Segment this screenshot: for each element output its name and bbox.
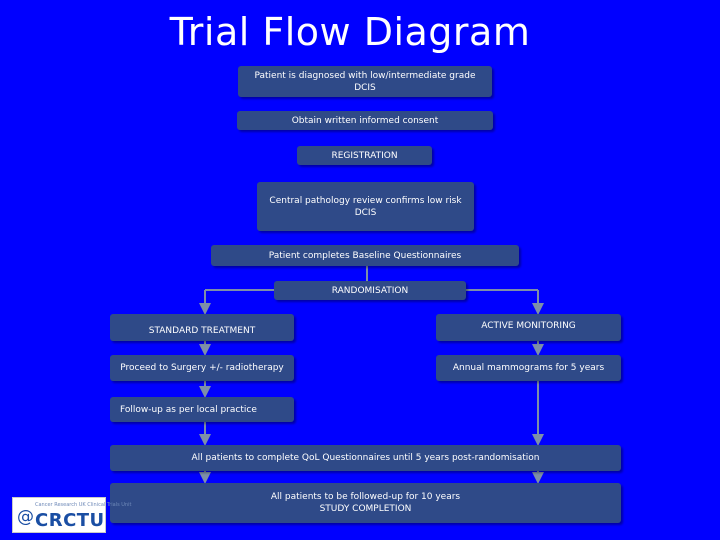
box-final-line2: STUDY COMPLETION	[319, 504, 412, 514]
page-title: Trial Flow Diagram	[169, 10, 531, 54]
box-baseline: Patient completes Baseline Questionnaire…	[211, 245, 519, 266]
box-final-line1: All patients to be followed-up for 10 ye…	[270, 492, 461, 502]
box-diagnosis-line1: Patient is diagnosed with low/intermedia…	[254, 70, 476, 81]
box-diagnosis: Patient is diagnosed with low/intermedia…	[238, 66, 492, 97]
logo-at-symbol: @	[17, 507, 34, 527]
logo-small-text: Cancer Research UK Clinical Trials Unit	[35, 502, 132, 508]
box-surgery: Proceed to Surgery +/- radiotherapy	[110, 355, 294, 381]
logo-name: CRCTU	[35, 510, 105, 531]
crctu-logo: @ Cancer Research UK Clinical Trials Uni…	[12, 497, 131, 533]
box-diagnosis-line2: DCIS	[354, 82, 376, 93]
box-qol: All patients to complete QoL Questionnai…	[110, 445, 621, 471]
box-final: All patients to be followed-up for 10 ye…	[110, 483, 621, 523]
box-active-monitoring: ACTIVE MONITORING	[436, 314, 621, 341]
box-consent: Obtain written informed consent	[237, 111, 493, 130]
box-randomisation: RANDOMISATION	[274, 281, 466, 300]
box-pathology-line1: Central pathology review confirms low ri…	[269, 195, 462, 206]
box-registration: REGISTRATION	[297, 146, 432, 165]
box-pathology-line2: DCIS	[354, 207, 377, 218]
box-standard-treatment: STANDARD TREATMENT	[110, 314, 294, 341]
box-followup-local: Follow-up as per local practice	[110, 397, 294, 422]
box-mammograms: Annual mammograms for 5 years	[436, 355, 621, 381]
box-pathology: Central pathology review confirms low ri…	[257, 182, 474, 231]
